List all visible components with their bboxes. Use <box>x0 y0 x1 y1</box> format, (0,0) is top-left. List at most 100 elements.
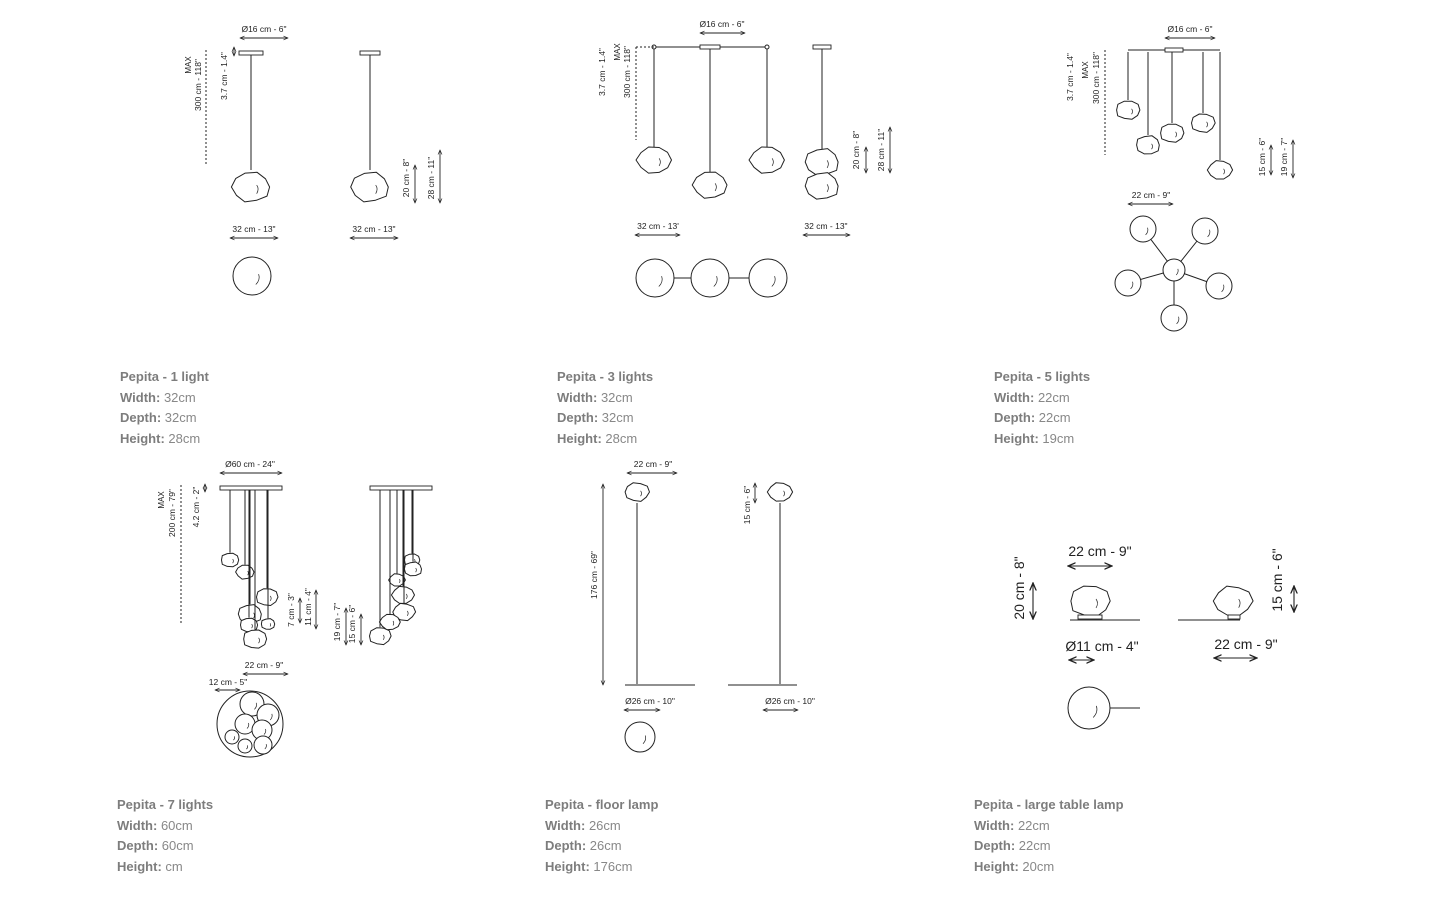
spec-height: Height: 20cm <box>974 858 1055 874</box>
shade-circle <box>1191 217 1219 245</box>
spec-depth: Depth: 60cm <box>117 838 194 853</box>
spec-depth: Depth: 32cm <box>120 410 197 425</box>
shade-detail <box>826 160 829 169</box>
product-title: Pepita - 1 light <box>120 369 209 384</box>
shade-detail <box>251 623 253 629</box>
spec-large-table-lamp: Pepita - large table lamp Width: 22cm De… <box>974 795 1124 877</box>
total-height-label: 28 cm - 11" <box>876 129 886 172</box>
width-small-label: 12 cm - 5" <box>209 677 247 687</box>
max-label: MAX <box>1081 61 1090 79</box>
total-height-label: 19 cm - 7" <box>1279 138 1289 176</box>
shade-detail <box>256 184 259 194</box>
shade-detail <box>263 728 267 735</box>
shade-detail <box>713 275 718 287</box>
glass-shade-top <box>748 258 788 298</box>
shade-outline <box>235 564 255 580</box>
shade-detail <box>642 735 647 744</box>
shade-detail <box>1221 284 1225 293</box>
spec-height: Height: 19cm <box>994 430 1075 446</box>
spec-floor-lamp: Pepita - floor lamp Width: 26cm Depth: 2… <box>545 795 658 877</box>
canopy <box>699 44 721 50</box>
shade-circle <box>1129 215 1157 243</box>
shade-detail <box>392 620 395 626</box>
shade-outline <box>260 618 276 630</box>
product-title: Pepita - floor lamp <box>545 797 659 812</box>
width-side-label: 32 cm - 13" <box>804 221 847 231</box>
glass-shade-side <box>350 171 389 203</box>
shade-circle <box>1205 272 1233 300</box>
canopy-diameter-label: Ø16 cm - 6" <box>699 19 744 29</box>
canopy-diameter-label: Ø16 cm - 6" <box>241 24 286 34</box>
shade-detail <box>399 578 401 583</box>
shade-detail <box>1223 168 1225 175</box>
shade-detail <box>375 184 378 194</box>
spec-width: Width: 60cm <box>117 817 193 833</box>
canopy <box>369 485 433 491</box>
glass-shade-top <box>690 258 730 298</box>
glass-shade-top <box>232 256 272 296</box>
spec-width: Width: 22cm <box>994 389 1070 405</box>
spec-depth: Depth: 22cm <box>974 838 1051 853</box>
spec-depth: Depth: 32cm <box>557 410 634 425</box>
shade-detail <box>269 595 272 602</box>
width-side-label: 22 cm - 9" <box>1214 636 1277 652</box>
large-glass-height-label: 15 cm - 6" <box>347 605 357 643</box>
shade-detail <box>771 275 776 287</box>
glass-shade <box>1212 585 1254 617</box>
shade-detail <box>1176 316 1180 325</box>
shade-detail <box>233 736 235 741</box>
glass-shade <box>403 561 422 577</box>
shade-outline <box>230 171 271 203</box>
shade-detail <box>783 490 785 497</box>
shade-detail <box>714 183 717 192</box>
shade-detail <box>658 158 661 167</box>
glass-shade <box>369 627 392 646</box>
spec-3-lights: Pepita - 3 lights Width: 32cm Depth: 32c… <box>557 367 653 449</box>
shade-outline <box>804 172 839 200</box>
cable-length-label: 300 cm - 118" <box>193 59 203 111</box>
width-top-label: 22 cm - 9" <box>1068 543 1131 559</box>
shade-detail <box>258 637 260 644</box>
shade-detail <box>232 558 234 564</box>
product-title: Pepita - 3 lights <box>557 369 654 384</box>
shade-outline <box>256 588 279 606</box>
spec-width: Width: 32cm <box>557 389 633 405</box>
cable-length-label: 300 cm - 118" <box>1091 52 1101 104</box>
shade-detail <box>1206 121 1208 128</box>
shade-circle <box>748 258 788 298</box>
shade-outline <box>369 627 392 646</box>
base <box>1077 614 1103 620</box>
spec-width: Width: 22cm <box>974 817 1050 833</box>
spec-1-light: Pepita - 1 light Width: 32cm Depth: 32cm… <box>120 367 209 449</box>
shade-detail <box>1131 108 1133 115</box>
glass-shade-top <box>237 738 253 754</box>
shade-detail <box>826 184 829 193</box>
height-label: 176 cm - 69" <box>589 551 599 599</box>
glass-height-label: 20 cm - 8" <box>401 159 411 197</box>
drawing-large-table-lamp: 22 cm - 9"20 cm - 8"Ø11 cm - 4"15 cm - 6… <box>1011 543 1294 730</box>
width-front-label: 32 cm - 13' <box>637 221 679 231</box>
glass-shade <box>1116 100 1141 120</box>
shade-detail <box>1145 227 1149 236</box>
spec-depth: Depth: 26cm <box>545 838 622 853</box>
spec-height: Height: 28cm <box>120 430 201 446</box>
glass-shade <box>243 629 268 649</box>
glass-shade <box>260 618 276 630</box>
glass-shade <box>766 482 794 502</box>
shade-detail <box>405 593 408 600</box>
glass-shade <box>1136 135 1160 155</box>
width-front-label: 32 cm - 13" <box>232 224 275 234</box>
shade-circle <box>1114 269 1142 297</box>
total-height-label: 28 cm - 11" <box>426 157 436 200</box>
shade-outline <box>1212 585 1254 617</box>
shade-outline <box>804 148 839 176</box>
canopy-height-label: 3.7 cm - 1.4" <box>1065 53 1075 101</box>
glass-shade <box>256 588 279 606</box>
shade-detail <box>254 702 257 710</box>
large-total-height-label: 19 cm - 7" <box>332 603 342 641</box>
width-large-label: 22 cm - 9" <box>245 660 283 670</box>
spec-height: Height: cm <box>117 858 183 874</box>
canopy-diameter-label: Ø16 cm - 6" <box>1167 24 1212 34</box>
shade-detail <box>771 158 774 167</box>
glass-height-label: 15 cm - 6" <box>1269 548 1285 611</box>
